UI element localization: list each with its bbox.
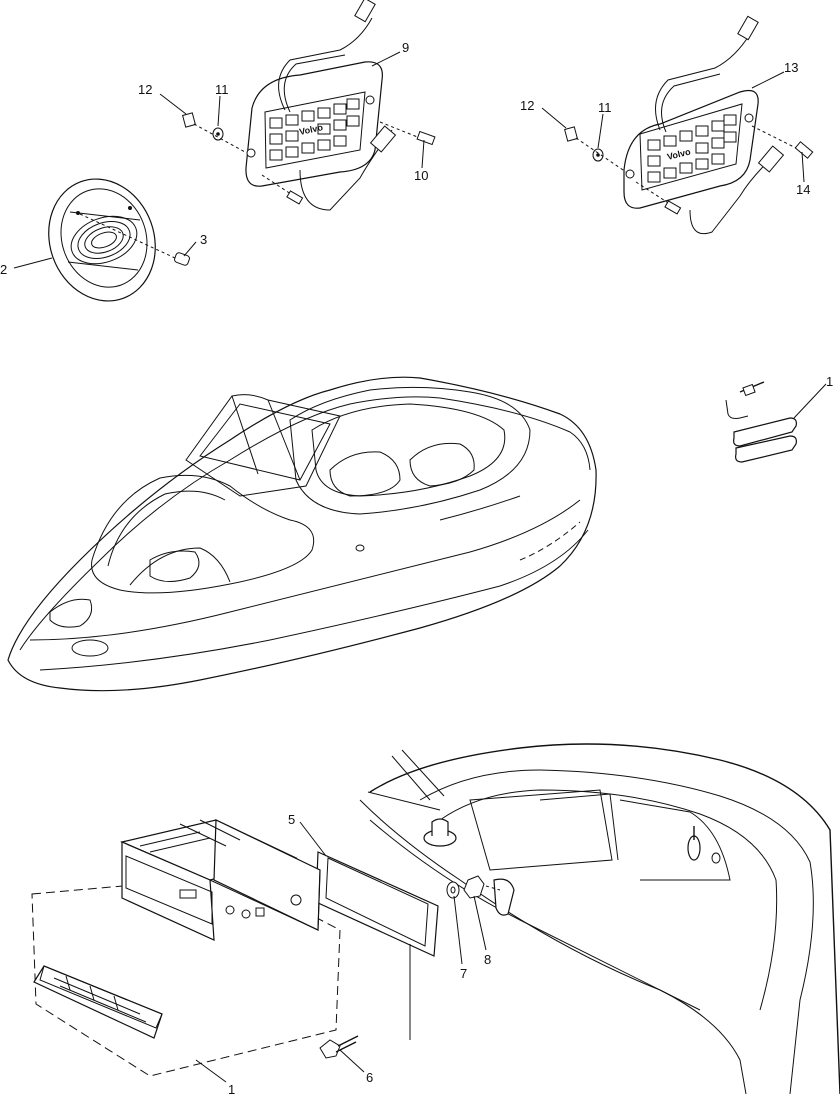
callout-1-radio-kit: 1 xyxy=(228,1082,235,1094)
callout-9-panel: 9 xyxy=(402,40,409,55)
callout-11-washer-left: 11 xyxy=(215,82,229,97)
panel-brand-label-left: Volvo xyxy=(298,122,324,137)
callout-8-nut: 8 xyxy=(484,952,491,967)
washer-part-7 xyxy=(446,881,460,899)
callout-2-speaker: 2 xyxy=(0,262,7,277)
callout-14-screw: 14 xyxy=(796,182,810,197)
speaker-screw xyxy=(79,213,190,266)
callout-11-washer-right: 11 xyxy=(598,100,612,115)
callout-7-washer: 7 xyxy=(460,966,467,981)
callout-12-nut-right: 12 xyxy=(520,98,534,113)
nut-part-8 xyxy=(463,875,501,899)
stern-cutaway xyxy=(359,743,840,1094)
panel-screw-left xyxy=(261,121,436,205)
panel-screw-right xyxy=(635,125,814,215)
radio-kit xyxy=(31,819,341,1077)
radio-gasket xyxy=(315,851,439,1040)
callout-3-screw: 3 xyxy=(200,232,207,247)
antenna-bracket xyxy=(725,381,797,463)
washer-left xyxy=(212,127,224,141)
callout-5-gasket: 5 xyxy=(288,812,295,827)
callout-10-screw: 10 xyxy=(414,168,428,183)
callout-6-bolt: 6 xyxy=(366,1070,373,1085)
nut-right xyxy=(564,126,627,173)
switch-panel-left: Volvo xyxy=(245,0,397,211)
callout-13-panel: 13 xyxy=(784,60,798,75)
switch-panel-right: Volvo xyxy=(623,15,785,235)
speaker-grille xyxy=(48,178,156,302)
callout-1-antenna: 1 xyxy=(826,374,833,389)
boat-illustration xyxy=(7,376,597,692)
nut-left xyxy=(182,112,246,153)
leader-lines xyxy=(13,51,827,1083)
bolt-part-6 xyxy=(319,1035,359,1059)
washer-right xyxy=(592,148,604,162)
callout-12-nut-left: 12 xyxy=(138,82,152,97)
